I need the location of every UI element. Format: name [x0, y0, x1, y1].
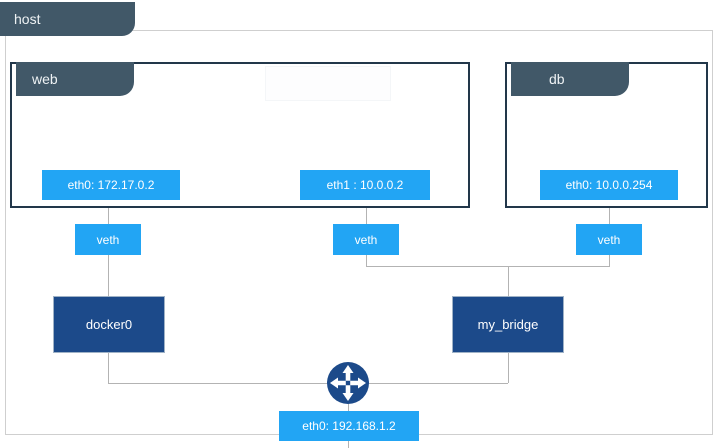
interface-host-eth0[interactable]: eth0: 192.168.1.2: [279, 411, 419, 441]
line-veth-right-drop: [609, 255, 610, 266]
line-bus-to-my-bridge: [508, 266, 509, 296]
bridge-my-bridge[interactable]: my_bridge: [452, 296, 564, 353]
interface-web-eth0[interactable]: eth0: 172.17.0.2: [42, 170, 180, 200]
web-ghost-rectangle: [265, 66, 391, 101]
line-docker0-to-bottom-bus: [108, 353, 109, 383]
router-icon[interactable]: [325, 360, 371, 406]
line-host-eth0-tail: [348, 440, 349, 448]
line-web-eth0-to-veth-left: [108, 200, 109, 224]
line-my-bridge-to-bottom-bus: [508, 353, 509, 383]
line-veth-bus-to-my-bridge: [366, 266, 610, 267]
veth-left[interactable]: veth: [75, 224, 141, 255]
namespace-label-web: web: [16, 62, 134, 96]
line-bottom-bus: [108, 383, 508, 384]
line-veth-middle-drop: [366, 255, 367, 266]
interface-db-eth0[interactable]: eth0: 10.0.0.254: [540, 170, 678, 200]
interface-web-eth1[interactable]: eth1 : 10.0.0.2: [300, 170, 430, 200]
line-db-eth0-to-veth-right: [609, 200, 610, 224]
line-web-eth1-to-veth-middle: [366, 200, 367, 224]
bridge-docker0[interactable]: docker0: [53, 296, 165, 353]
veth-middle[interactable]: veth: [333, 224, 399, 255]
host-title-tab: host: [0, 2, 135, 36]
namespace-label-db: db: [511, 62, 629, 96]
line-veth-left-to-docker0: [108, 255, 109, 296]
veth-right[interactable]: veth: [576, 224, 642, 255]
